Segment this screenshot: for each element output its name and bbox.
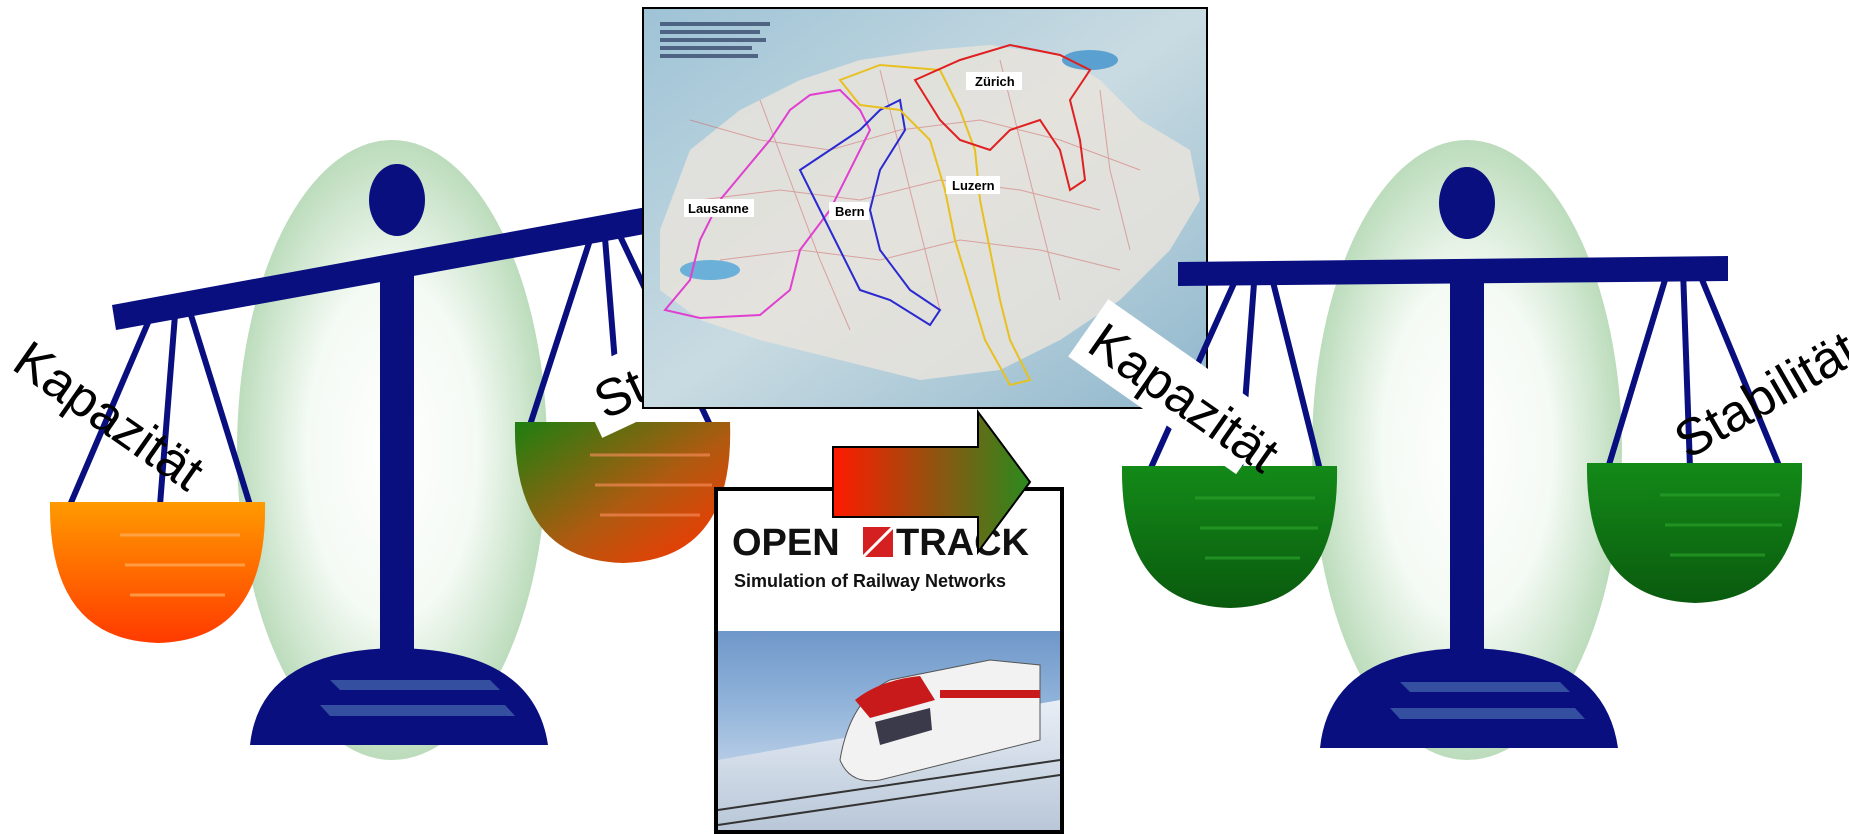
right-scale-beam [1178, 256, 1728, 286]
map-label-bern: Bern [835, 204, 865, 219]
transition-arrow [832, 408, 1032, 556]
right-scale-stabilitaet-label: Stabilität [1665, 320, 1849, 470]
left-scale-left-pan-strings [67, 311, 253, 507]
left-scale-right-pan [514, 422, 731, 563]
left-scale-beam [112, 206, 656, 330]
left-scale-left-pan [49, 502, 266, 643]
left-scale-pillar [380, 275, 414, 655]
left-scale-base [250, 648, 548, 745]
right-scale-pillar [1450, 275, 1484, 655]
opentrack-brand-open: OPEN [732, 522, 840, 564]
map-country-shape [660, 45, 1200, 380]
right-scale-right-pan-strings [1605, 268, 1783, 470]
train-illustration [717, 659, 1061, 826]
right-scale-right-pan [1586, 463, 1803, 603]
map-route-red [913, 43, 1092, 192]
opentrack-subtitle: Simulation of Railway Networks [734, 571, 1006, 591]
right-scale-head [1439, 167, 1495, 239]
right-scale-base [1320, 648, 1618, 748]
map-route-blue [798, 98, 942, 327]
map-label-lausanne: Lausanne [688, 201, 749, 216]
map-route-yellow [838, 63, 1032, 387]
opentrack-logo-box: OPEN TRACK Simulation of Railway Network… [714, 487, 1064, 834]
map-label-luzern: Luzern [952, 178, 995, 193]
left-scale-kapazitaet-label: Kapazität [3, 330, 214, 502]
map-label-zuerich: Zürich [975, 74, 1015, 89]
left-scale-head [369, 164, 425, 236]
right-scale-left-pan [1121, 466, 1338, 608]
opentrack-brand-track: TRACK [896, 522, 1030, 564]
